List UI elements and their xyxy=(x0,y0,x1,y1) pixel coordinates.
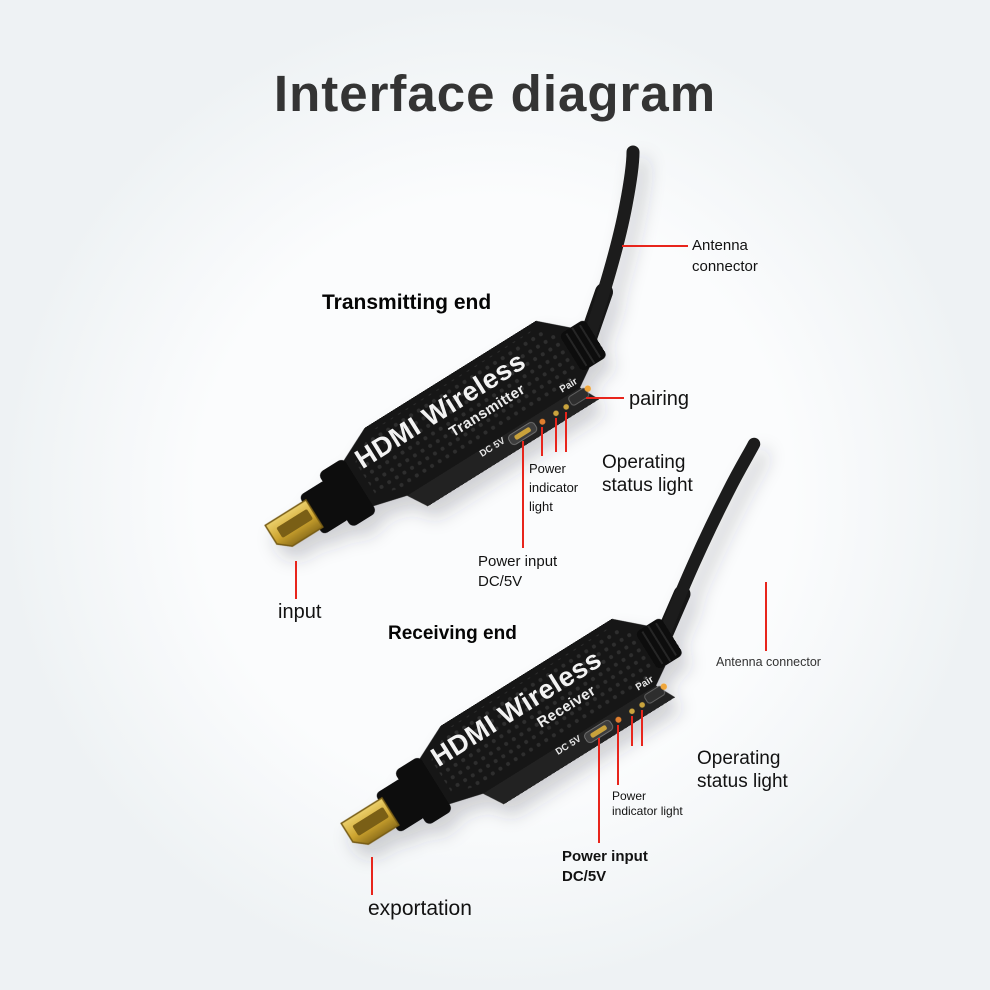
antenna-connector-tx-line2: connector xyxy=(692,258,758,275)
receiving-end-label: Receiving end xyxy=(388,623,517,644)
transmitter-device-graphic xyxy=(248,145,640,586)
power-input-rx-line1: Power input xyxy=(562,848,648,865)
receiver-device-graphic xyxy=(324,437,761,884)
power-indicator-rx-line1: Power xyxy=(612,789,647,803)
receiver-antenna xyxy=(657,437,761,643)
operating-status-light-label-rx: Operating status light xyxy=(697,747,788,793)
antenna-connector-tx-line1: Antenna xyxy=(692,237,748,254)
power-indicator-tx-line3: light xyxy=(529,499,553,514)
page-title: Interface diagram xyxy=(273,65,717,122)
operating-status-rx-line1: Operating xyxy=(697,748,781,769)
operating-status-tx-line1: Operating xyxy=(602,452,686,473)
power-indicator-tx-line2: indicator xyxy=(529,480,579,495)
transmitter-antenna xyxy=(582,145,640,345)
power-input-label-tx: Power input DC/5V xyxy=(478,552,557,592)
exportation-label: exportation xyxy=(368,897,472,920)
transmitter-callout-lines xyxy=(295,245,688,599)
power-input-tx-line1: Power input xyxy=(478,553,558,570)
pairing-label: pairing xyxy=(629,388,690,410)
power-input-rx-line2: DC/5V xyxy=(562,868,607,885)
antenna-connector-label-tx: Antenna connector xyxy=(692,235,758,277)
power-indicator-rx-line2: indicator light xyxy=(612,804,683,818)
operating-status-light-label-tx: Operating status light xyxy=(602,451,693,497)
power-indicator-tx-line1: Power xyxy=(529,461,566,476)
power-input-label-rx: Power input DC/5V xyxy=(562,847,648,887)
input-label: input xyxy=(278,601,322,623)
operating-status-rx-line2: status light xyxy=(697,771,788,792)
operating-status-tx-line2: status light xyxy=(602,475,693,496)
antenna-connector-label-rx: Antenna connector xyxy=(716,655,821,669)
power-indicator-light-label-tx: Power indicator light xyxy=(529,459,578,516)
power-input-tx-line2: DC/5V xyxy=(478,573,523,590)
power-indicator-light-label-rx: Power indicator light xyxy=(612,789,683,819)
receiver-callout-lines xyxy=(371,582,767,895)
transmitting-end-label: Transmitting end xyxy=(322,291,492,314)
